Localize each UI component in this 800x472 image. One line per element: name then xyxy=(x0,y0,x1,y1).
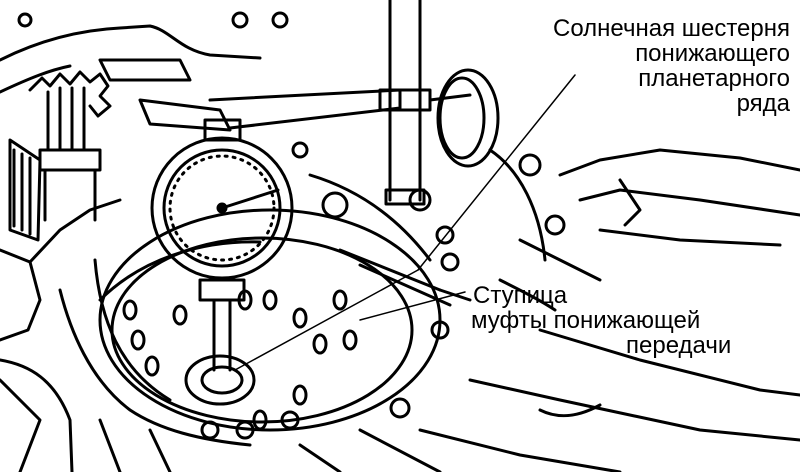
indicator-holder xyxy=(98,0,500,206)
leader-lines xyxy=(234,74,576,371)
case-bolts xyxy=(17,11,566,440)
sun-gear-label-line: планетарного xyxy=(638,65,790,92)
case-right xyxy=(298,148,800,472)
sun-gear-label: Солнечная шестерня понижающего планетарн… xyxy=(553,16,790,116)
sun-gear-label-line: ряда xyxy=(736,90,790,117)
sun-gear-label-line: понижающего xyxy=(635,40,790,67)
dial-gauge xyxy=(150,118,294,372)
clutch-hub-label-line: муфты понижающей xyxy=(471,307,701,334)
clutch-hub xyxy=(98,173,452,432)
sun-gear-label-line: Солнечная шестерня xyxy=(553,15,790,42)
clutch-hub-label-line: передачи xyxy=(626,332,732,359)
transmission-case xyxy=(0,24,262,472)
gear xyxy=(28,70,112,222)
clutch-hub-label-line: Ступица xyxy=(473,282,568,309)
clutch-hub-label: Ступица муфты понижающей передачи xyxy=(471,283,731,358)
